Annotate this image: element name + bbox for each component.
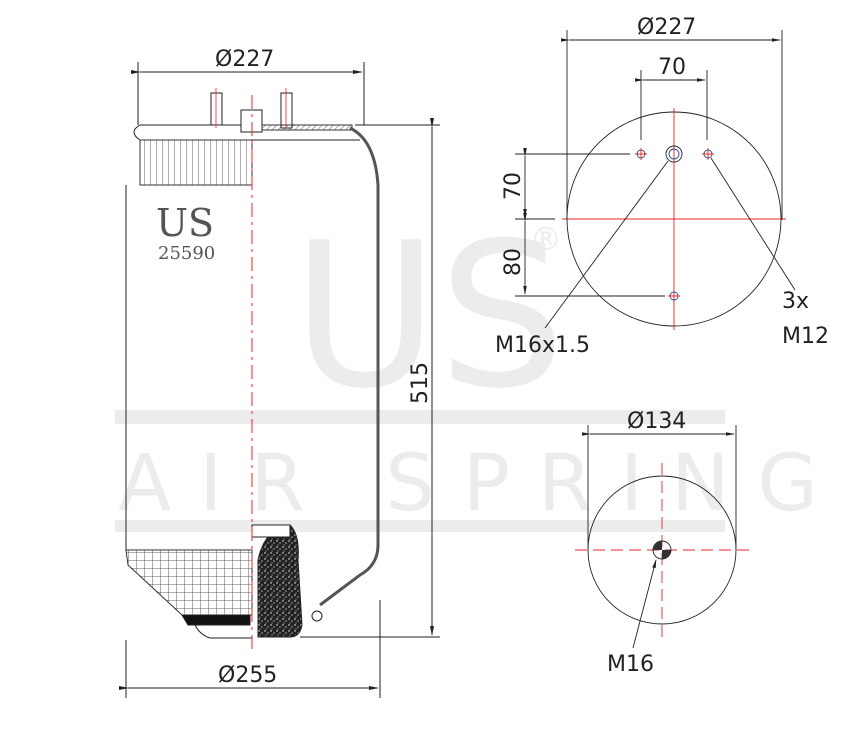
stud-left <box>210 92 223 126</box>
center-thread-hole <box>653 541 671 559</box>
top-plate-diameter: Ø227 <box>637 15 696 40</box>
plate-section <box>261 124 353 131</box>
watermark-tagline: AIR SPRING <box>118 439 846 529</box>
stud-thread: M12 <box>782 324 829 349</box>
piston-diameter: Ø134 <box>627 409 686 434</box>
bellows-top-ribs <box>139 139 253 186</box>
watermark-bar-bottom <box>115 520 725 532</box>
watermark-logo: US <box>292 200 565 433</box>
side-dimensions <box>119 62 440 698</box>
bottom-piston-view <box>575 425 750 649</box>
watermark: US ® AIR SPRING <box>115 200 846 532</box>
piston-grid <box>125 549 253 616</box>
stud-spacing: 70 <box>658 55 686 80</box>
top-plate-view <box>515 30 796 330</box>
air-inlet-hole <box>665 145 683 163</box>
piston-centerlines <box>575 463 750 637</box>
offset-upper: 70 <box>501 172 526 200</box>
watermark-bar-top <box>115 410 725 424</box>
offset-lower: 80 <box>501 248 526 276</box>
bellows-right-wall <box>319 126 380 607</box>
air-inlet-thread: M16x1.5 <box>495 333 590 358</box>
bead-ring <box>311 610 323 622</box>
stud-right <box>280 92 293 129</box>
center-thread: M16 <box>607 652 654 677</box>
side-top-diameter: Ø227 <box>215 47 274 72</box>
piston-base-dark <box>181 614 251 626</box>
part-number: 25590 <box>158 243 215 264</box>
watermark-registered: ® <box>530 220 562 258</box>
top-plate-centerlines <box>562 108 786 330</box>
side-bottom-diameter: Ø255 <box>218 663 277 688</box>
side-view <box>125 88 430 650</box>
brand-label: US <box>156 201 214 245</box>
stud-count: 3x <box>782 289 809 314</box>
piston-section <box>251 524 303 638</box>
side-height: 515 <box>408 362 433 404</box>
